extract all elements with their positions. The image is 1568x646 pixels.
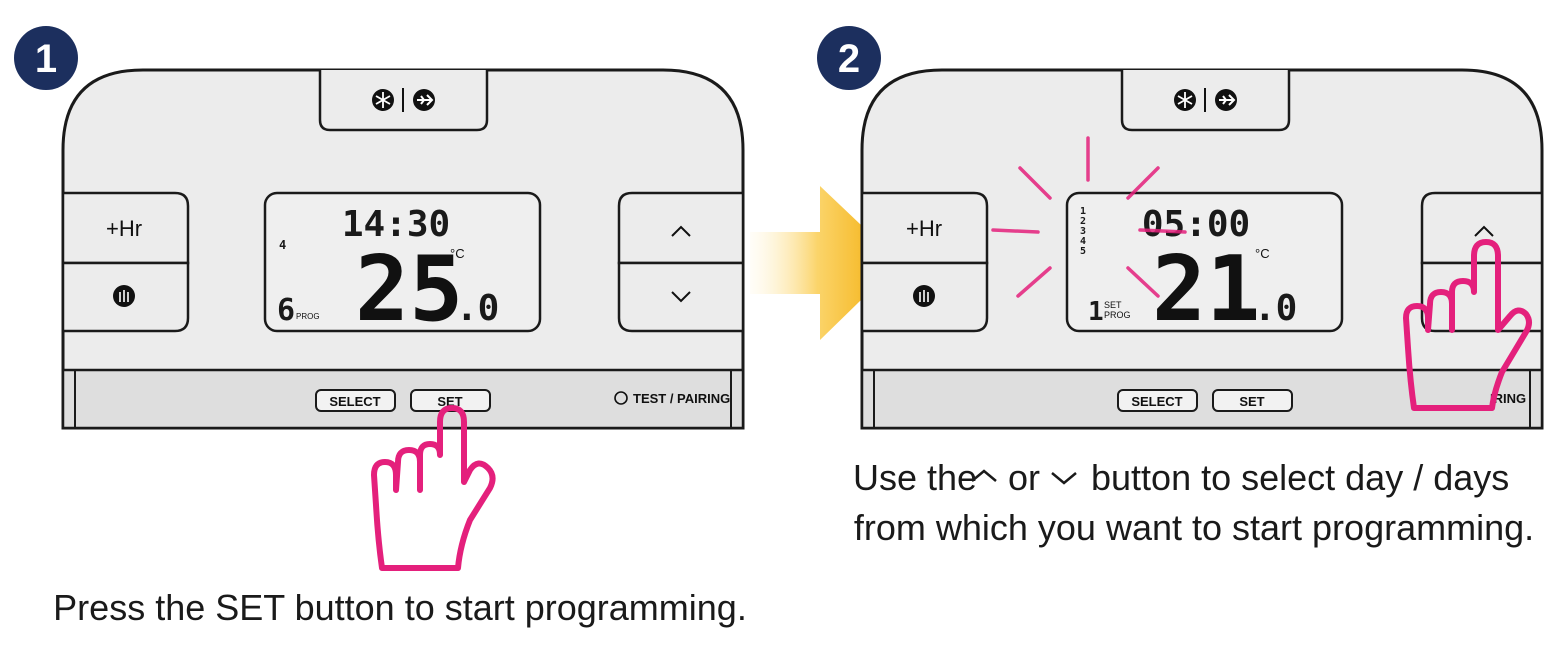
set-button-label: SET [437, 394, 462, 409]
snowflake-icon[interactable] [372, 89, 394, 111]
chevron-up-icon [971, 469, 997, 482]
pointing-hand-icon [371, 405, 496, 571]
lcd-temperature: 25 [355, 237, 463, 342]
blink-indicator [991, 136, 1187, 298]
lcd-prog-label: PROG [1104, 310, 1131, 320]
lcd-day: 3 [1080, 226, 1086, 237]
caption-use-the: Use the [853, 457, 977, 498]
caption-line1-rest: button to select day / days [1091, 457, 1509, 498]
step-1-number: 1 [35, 37, 57, 81]
set-button[interactable] [1212, 389, 1293, 412]
step-1: +Hr 14:30 4 25 .0 °C 6 PROG SELECT SET T… [14, 26, 747, 628]
lcd-unit: °C [450, 246, 465, 261]
select-button-label: SELECT [329, 394, 380, 409]
caption-or: or [1008, 457, 1040, 498]
step-1-badge [14, 26, 78, 90]
test-pairing-label: TEST / PAIRING [633, 391, 730, 406]
lcd-display [263, 191, 542, 333]
step-2-caption: Use the or button to select day / days f… [853, 457, 1534, 548]
select-button[interactable] [1117, 389, 1198, 412]
set-button-label: SET [1239, 394, 1264, 409]
snowflake-icon[interactable] [1174, 89, 1196, 111]
plus-hour-button[interactable] [61, 191, 190, 265]
hand-stop-icon [913, 285, 935, 307]
select-button-label: SELECT [1131, 394, 1182, 409]
select-button[interactable] [315, 389, 396, 412]
lcd-day: 1 [1080, 206, 1086, 217]
lcd-day: 4 [1080, 236, 1086, 247]
plus-hour-label: +Hr [906, 216, 942, 241]
lcd-temperature-decimal: .0 [456, 288, 499, 329]
lcd-time: 05:00 [1142, 204, 1250, 245]
down-button[interactable] [1420, 261, 1544, 333]
caption-line2: from which you want to start programming… [854, 507, 1534, 548]
chevron-down-icon [671, 291, 691, 303]
airplane-icon[interactable] [413, 89, 435, 111]
pointing-hand-icon [1403, 239, 1532, 411]
step-1-caption: Press the SET button to start programmin… [53, 587, 747, 628]
chevron-up-icon [671, 225, 691, 237]
bottom-strip [860, 368, 1544, 430]
plus-hour-button[interactable] [860, 191, 989, 265]
test-pairing-led[interactable] [614, 391, 628, 405]
lcd-day-list: 1 2 3 4 5 [1080, 206, 1086, 257]
lcd-day: 2 [1080, 216, 1086, 227]
lcd-prog-number: 1 [1088, 297, 1104, 327]
arrow-right-icon [750, 186, 900, 340]
lcd-day: 5 [1080, 246, 1086, 257]
lcd-time: 14:30 [342, 204, 450, 245]
chevron-up-icon [1474, 225, 1494, 237]
plus-hour-label: +Hr [106, 216, 142, 241]
step-2: +Hr 1 2 3 4 5 05:00 21 .0 °C 1 SET PROG [817, 26, 1544, 548]
lcd-display [1065, 191, 1344, 333]
lcd-day-indicator: 4 [279, 238, 286, 252]
hand-stop-icon [113, 285, 135, 307]
step-2-number: 2 [838, 37, 860, 81]
bottom-strip [61, 368, 745, 430]
chevron-down-icon [1051, 472, 1077, 485]
lcd-unit: °C [1255, 246, 1270, 261]
test-pairing-label: IRING [1490, 391, 1526, 406]
lcd-set-label: SET [1104, 300, 1122, 310]
lcd-prog-label: PROG [296, 312, 320, 321]
lcd-temperature-decimal: .0 [1254, 288, 1297, 329]
down-button[interactable] [617, 261, 745, 333]
step-2-badge [817, 26, 881, 90]
airplane-icon[interactable] [1215, 89, 1237, 111]
lcd-temperature: 21 [1152, 237, 1260, 342]
lcd-prog-number: 6 [277, 293, 295, 328]
